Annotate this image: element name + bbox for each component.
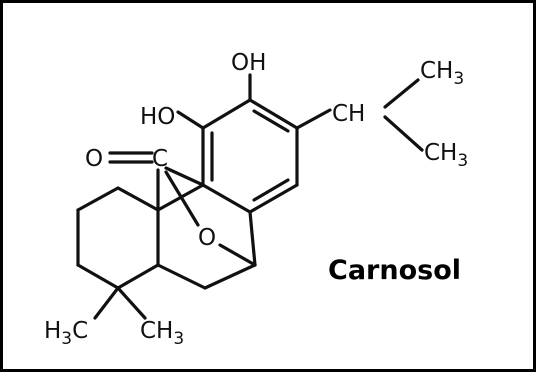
label-ch3-bottom: CH3 (140, 318, 184, 349)
bond-ch-ch3-upper (383, 78, 420, 109)
bond-bridgehead-aromatic (156, 183, 205, 212)
bond-oxygen-ch (218, 243, 257, 267)
bond-ch-aromatic (248, 210, 257, 267)
bond-c10-c6 (156, 263, 207, 290)
bond-lr-4 (76, 263, 120, 290)
bond-ar-bottom-right (248, 183, 299, 214)
bond-gem-left (93, 286, 120, 320)
bond-lr-5 (116, 263, 160, 290)
label-ch: CH (332, 101, 365, 127)
bond-c6-ch (203, 263, 257, 290)
bonds (76, 73, 424, 320)
atom-labels: OH HO O C CH CH3 CH3 O H3C CH3 (44, 50, 468, 349)
label-carbonyl-oxygen: O (85, 146, 103, 172)
label-bridge-oxygen: O (198, 225, 216, 251)
label-oh-top: OH (231, 50, 266, 76)
bond-ring-ch (295, 108, 332, 130)
bond-gem-right (116, 286, 147, 320)
bond-lr-2 (76, 186, 120, 212)
bond-lr-1 (116, 186, 160, 212)
bond-ar-top-left (201, 98, 252, 130)
bond-c-aromatic (164, 166, 205, 187)
bond-ar-inner-2 (252, 178, 290, 202)
bond-ar-bottom-left (201, 183, 252, 214)
bond-ar-inner-1 (252, 109, 290, 133)
label-carbonyl-carbon: C (152, 146, 168, 172)
label-h3c: H3C (44, 318, 88, 349)
label-ch3-lower: CH3 (424, 140, 468, 171)
label-ho-left: HO (140, 104, 175, 130)
bond-ho-left (176, 110, 205, 130)
compound-name: Carnosol (328, 255, 461, 286)
label-ch3-upper: CH3 (420, 58, 464, 89)
bond-ch-ch3-lower (383, 115, 424, 152)
bond-ar-top-right (248, 98, 299, 130)
bond-c-oxygen (164, 170, 200, 227)
